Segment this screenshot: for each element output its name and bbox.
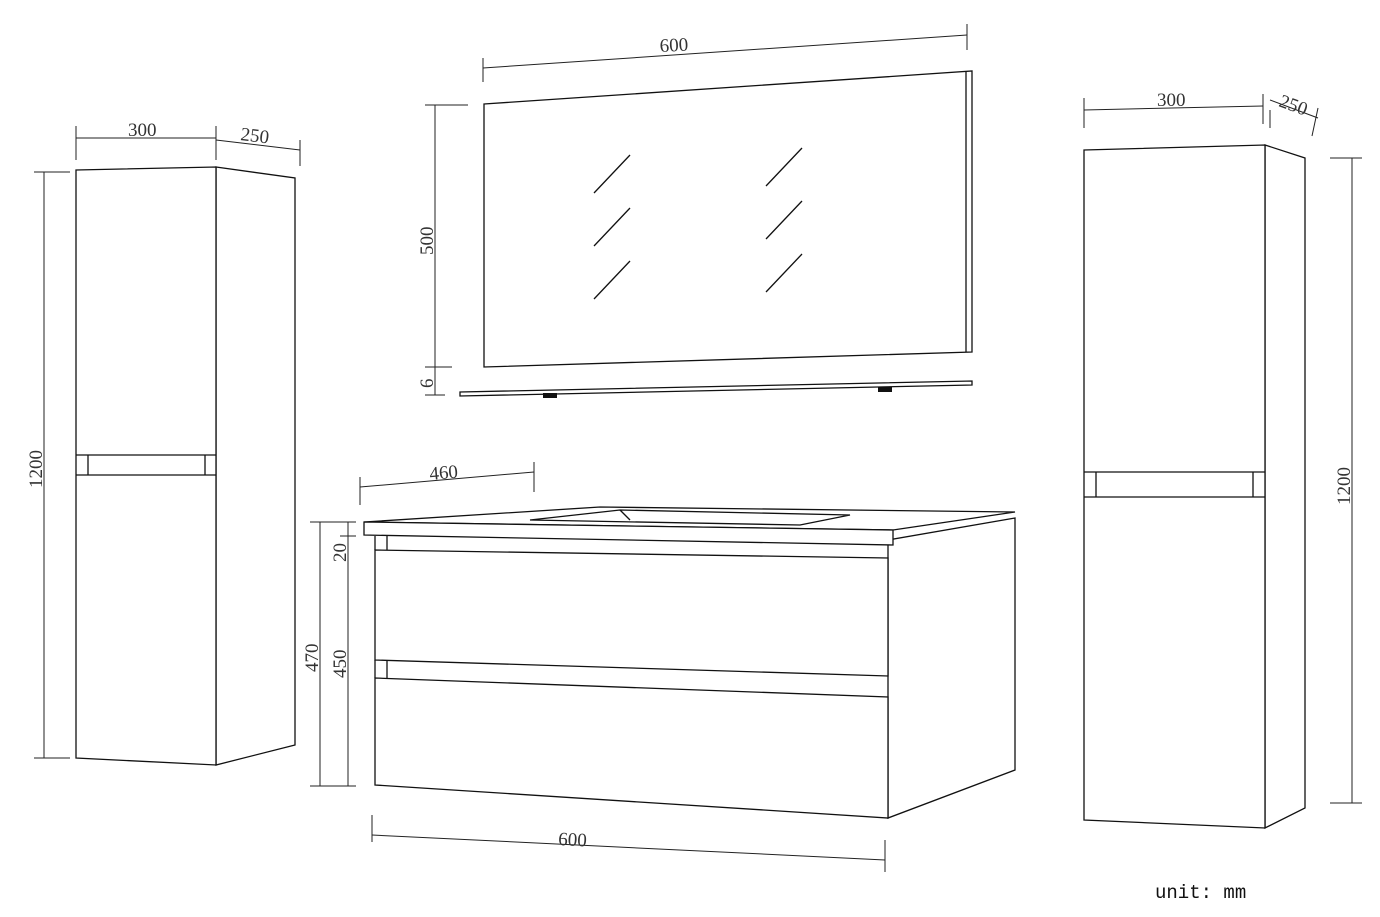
mirror-height-label: 500 xyxy=(417,227,438,256)
vanity-width-label: 600 xyxy=(558,829,588,851)
mirror-width-label: 600 xyxy=(659,35,689,57)
vanity-unit: 460 20 470 450 600 xyxy=(302,462,1016,872)
mirror: 600 500 6 xyxy=(417,24,973,398)
vanity-body-height-label: 450 xyxy=(330,650,351,679)
right-cabinet-depth-label: 250 xyxy=(1276,91,1310,120)
left-cabinet-height-label: 1200 xyxy=(26,450,47,488)
right-tall-cabinet: 300 250 1200 xyxy=(1083,90,1362,830)
left-cabinet-depth-label: 250 xyxy=(239,124,270,148)
mirror-shelf-thickness-label: 6 xyxy=(417,379,438,389)
left-tall-cabinet: 300 250 1200 xyxy=(26,120,301,766)
vanity-top-thickness-label: 20 xyxy=(330,543,351,562)
unit-label: unit: mm xyxy=(1155,882,1247,904)
right-cabinet-width-label: 300 xyxy=(1157,90,1186,111)
right-cabinet-height-label: 1200 xyxy=(1334,467,1355,505)
vanity-depth-label: 460 xyxy=(429,462,459,485)
vanity-total-height-label: 470 xyxy=(302,644,323,673)
left-cabinet-width-label: 300 xyxy=(128,120,157,141)
